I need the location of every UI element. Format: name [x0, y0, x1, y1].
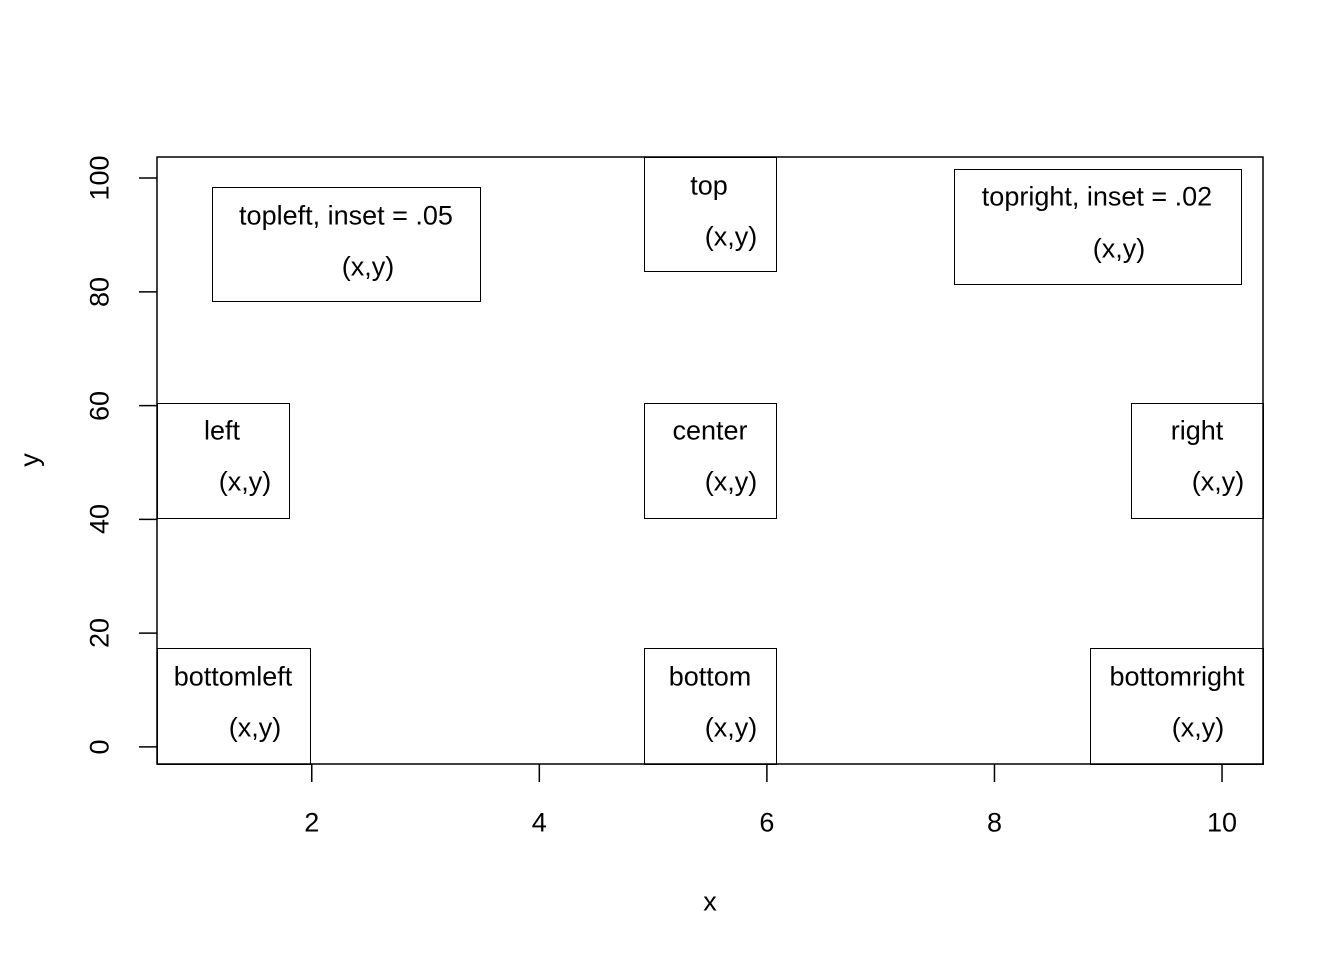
x-tick-label: 4 — [531, 807, 547, 838]
legend-box — [212, 187, 481, 302]
legend-box — [157, 648, 311, 765]
legend-title: top — [690, 170, 728, 201]
y-tick-label: 0 — [84, 739, 115, 755]
legend-entry: (x,y) — [1191, 466, 1245, 497]
y-axis-label: y — [14, 453, 45, 467]
legend-entry: (x,y) — [228, 712, 282, 743]
x-tick-label: 2 — [304, 807, 320, 838]
legend-title: center — [672, 415, 748, 446]
legend-box — [644, 157, 777, 272]
legend-title: topright, inset = .02 — [981, 181, 1213, 212]
legend-box — [644, 403, 777, 519]
legend-entry: (x,y) — [704, 712, 758, 743]
legend-entry: (x,y) — [1092, 233, 1146, 264]
legend-entry: (x,y) — [218, 466, 272, 497]
y-tick-label: 20 — [84, 618, 115, 649]
legend-title: right — [1170, 415, 1224, 446]
legend-box — [1131, 403, 1264, 519]
legend-title: left — [203, 415, 241, 446]
legend-box — [954, 169, 1242, 285]
legend-entry: (x,y) — [1171, 712, 1225, 743]
x-axis-label: x — [703, 886, 717, 917]
legend-box — [157, 403, 290, 519]
legend-title: bottom — [668, 661, 752, 692]
legend-box — [1090, 648, 1264, 765]
x-tick-label: 8 — [986, 807, 1002, 838]
y-tick-label: 60 — [84, 390, 115, 421]
legend-title: bottomleft — [173, 661, 293, 692]
y-tick-label: 80 — [84, 276, 115, 307]
legend-entry: (x,y) — [704, 466, 758, 497]
legend-entry: (x,y) — [704, 221, 758, 252]
y-tick-label: 40 — [84, 504, 115, 535]
legend-title: topleft, inset = .05 — [239, 200, 453, 231]
legend-title: bottomright — [1109, 661, 1245, 692]
legend-box — [644, 648, 777, 765]
y-tick-label: 100 — [84, 155, 115, 201]
x-tick-label: 6 — [759, 807, 775, 838]
legend-entry: (x,y) — [341, 251, 395, 282]
x-tick-label: 10 — [1207, 807, 1238, 838]
